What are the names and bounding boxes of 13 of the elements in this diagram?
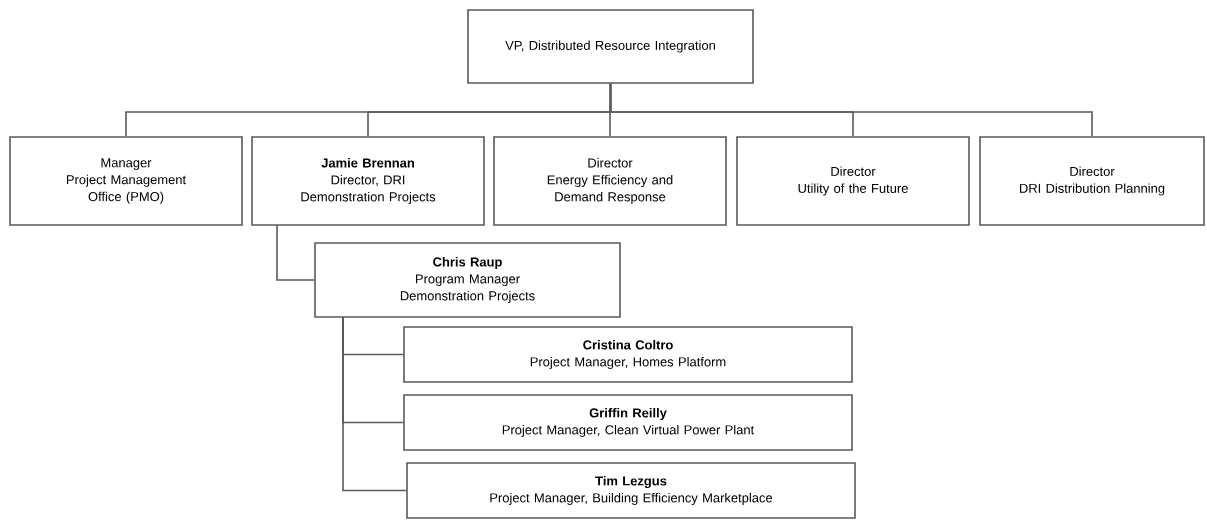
org-box: Director Utility of the Future xyxy=(736,136,970,226)
org-box: VP, Distributed Resource Integration xyxy=(467,9,754,84)
org-box: Director Energy Efficiency and Demand Response xyxy=(493,136,727,226)
org-box: Griffin Reilly Project Manager, Clean Virtual Power Plant xyxy=(403,394,853,451)
org-box: Cristina Coltro Project Manager, Homes Platform xyxy=(403,326,853,383)
org-box: Director DRI Distribution Planning xyxy=(979,136,1205,226)
org-box: Tim Lezgus Project Manager, Building Efficiency Marketplace xyxy=(406,462,856,519)
org-box: Chris Raup Program Manager Demonstration Projects xyxy=(314,242,621,318)
connector-line xyxy=(276,224,315,281)
org-box: Manager Project Management Office (PMO) xyxy=(9,136,243,226)
connector-line xyxy=(609,83,1093,137)
connector-line xyxy=(342,316,407,492)
org-box: Jamie Brennan Director, DRI Demonstration Projects xyxy=(251,136,485,226)
